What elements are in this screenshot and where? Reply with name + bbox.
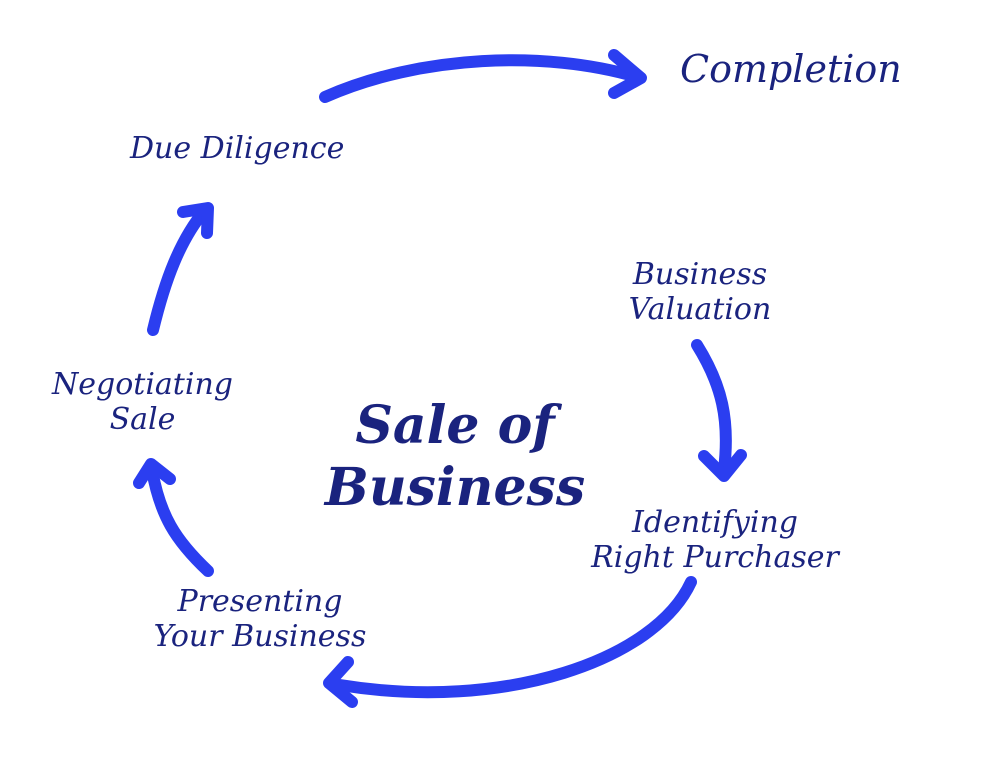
step-negotiating-sale-line-1: Negotiating [52,367,233,402]
arrowhead-identifying [698,449,747,482]
arrowhead-presenting [323,656,358,708]
step-due-diligence: Due Diligence [130,131,345,166]
center-title: Sale of Business [300,395,610,520]
center-title-line-2: Business [324,457,586,519]
arrow-identifying-to-presenting [334,576,697,699]
step-presenting-business-line-2: Your Business [153,618,367,654]
step-identifying-purchaser: Identifying Right Purchaser [555,505,875,575]
step-business-valuation-line-2: Valuation [628,291,772,327]
arrowhead-negotiating [133,458,176,489]
arrow-valuation-to-identifying [691,339,732,476]
arrowhead-due-diligence [177,202,214,239]
step-identifying-purchaser-line-1: Identifying [632,505,798,540]
arrow-presenting-to-negotiating [146,464,214,577]
step-identifying-purchaser-line-2: Right Purchaser [591,539,839,575]
step-presenting-business: Presenting Your Business [120,584,400,654]
arrow-due-diligence-to-completion [319,54,643,103]
center-title-line-1: Sale of [355,395,555,456]
step-business-valuation-line-1: Business [632,257,768,292]
step-presenting-business-line-1: Presenting [177,584,343,619]
step-negotiating-sale: Negotiating Sale [20,367,265,437]
step-negotiating-sale-line-2: Sale [109,401,176,437]
arrow-negotiating-to-due-diligence [147,204,211,336]
step-business-valuation: Business Valuation [585,257,815,327]
arrowhead-completion [608,49,647,99]
step-completion: Completion [680,47,902,91]
